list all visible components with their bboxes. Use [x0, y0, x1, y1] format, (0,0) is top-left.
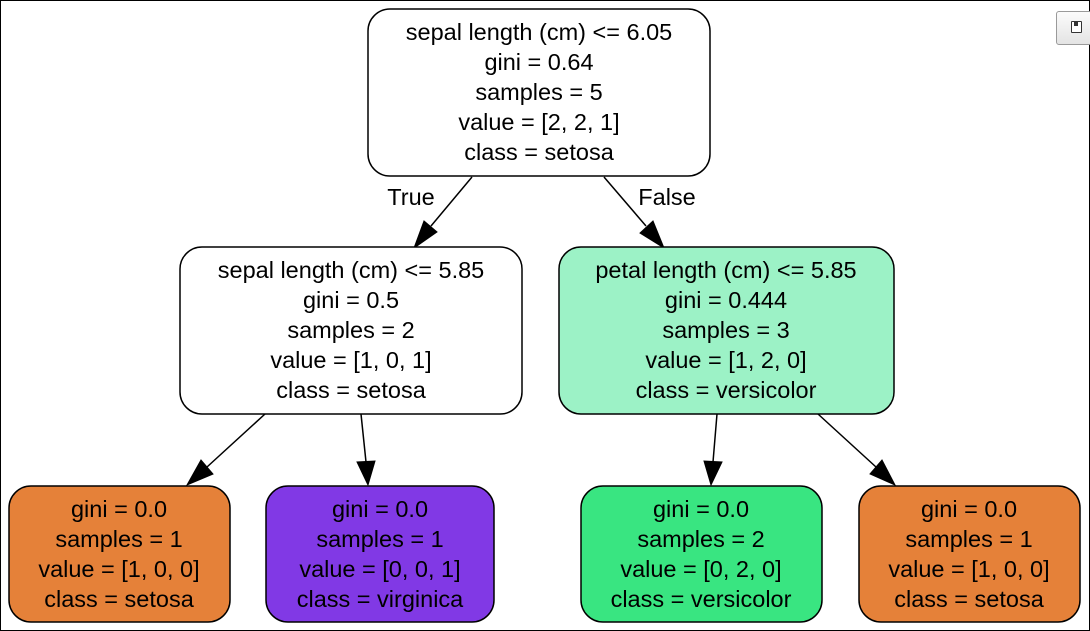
node-right-line: petal length (cm) <= 5.85	[595, 257, 856, 283]
node-leaf-4-box	[858, 485, 1081, 623]
node-leaf-4-line: value = [1, 0, 0]	[888, 556, 1049, 582]
node-root-line: sepal length (cm) <= 6.05	[406, 19, 673, 45]
node-left-line: class = setosa	[276, 377, 426, 403]
node-leaf-1-line: gini = 0.0	[71, 496, 167, 522]
node-leaf-3-line: class = versicolor	[611, 586, 792, 612]
node-leaf-3-line: samples = 2	[637, 526, 764, 552]
node-root-box	[367, 8, 711, 177]
node-leaf-4-line: class = setosa	[894, 586, 1044, 612]
edge-right-leaf4-arrowhead	[869, 459, 897, 487]
node-root: sepal length (cm) <= 6.05 gini = 0.64 sa…	[367, 8, 711, 177]
edge-left-leaf2-arrowhead	[356, 460, 376, 487]
node-leaf-2-line: value = [0, 0, 1]	[299, 556, 460, 582]
node-root-line: value = [2, 2, 1]	[458, 109, 619, 135]
edge-false-label: False	[638, 184, 695, 210]
node-leaf-2-line: class = virginica	[297, 586, 464, 612]
node-leaf-2-line: gini = 0.0	[332, 496, 428, 522]
edge-left-leaf1	[206, 413, 266, 468]
node-right: petal length (cm) <= 5.85 gini = 0.444 s…	[558, 246, 895, 415]
edge-right-leaf3-arrowhead	[703, 460, 723, 487]
node-left: sepal length (cm) <= 5.85 gini = 0.5 sam…	[179, 246, 523, 415]
node-right-line: samples = 3	[662, 317, 789, 343]
edge-root-left-arrowhead	[412, 220, 438, 250]
edges: True False	[185, 176, 897, 487]
node-leaf-1-box	[8, 485, 231, 623]
node-left-line: value = [1, 0, 1]	[270, 347, 431, 373]
edge-left-leaf2	[360, 413, 367, 463]
node-root-line: samples = 5	[475, 79, 602, 105]
edge-root-right-arrowhead	[639, 220, 666, 250]
save-icon	[1071, 21, 1082, 33]
edge-root-left	[430, 176, 473, 227]
node-right-box	[558, 246, 895, 415]
node-leaf-4: gini = 0.0 samples = 1 value = [1, 0, 0]…	[858, 485, 1081, 623]
node-left-line: samples = 2	[287, 317, 414, 343]
node-leaf-1-line: class = setosa	[44, 586, 194, 612]
node-leaf-3-line: value = [0, 2, 0]	[620, 556, 781, 582]
node-leaf-2-box	[265, 485, 495, 623]
node-leaf-2-line: samples = 1	[316, 526, 443, 552]
save-button[interactable]	[1056, 11, 1090, 45]
node-left-box	[179, 246, 523, 415]
node-right-line: value = [1, 2, 0]	[645, 347, 806, 373]
edge-right-leaf4	[817, 413, 877, 468]
node-leaf-3: gini = 0.0 samples = 2 value = [0, 2, 0]…	[580, 485, 823, 623]
node-leaf-1-line: value = [1, 0, 0]	[38, 556, 199, 582]
node-left-line: sepal length (cm) <= 5.85	[218, 257, 485, 283]
node-leaf-4-line: gini = 0.0	[921, 496, 1017, 522]
node-leaf-1-line: samples = 1	[55, 526, 182, 552]
edge-root-right	[603, 176, 647, 227]
node-leaf-1: gini = 0.0 samples = 1 value = [1, 0, 0]…	[8, 485, 231, 623]
node-right-line: gini = 0.444	[665, 287, 787, 313]
node-root-line: class = setosa	[464, 139, 614, 165]
node-root-line: gini = 0.64	[484, 49, 593, 75]
node-leaf-4-line: samples = 1	[905, 526, 1032, 552]
edge-left-leaf1-arrowhead	[185, 459, 214, 487]
node-left-line: gini = 0.5	[303, 287, 399, 313]
node-right-line: class = versicolor	[636, 377, 817, 403]
edge-true-label: True	[387, 184, 434, 210]
edge-right-leaf3	[712, 413, 718, 463]
node-leaf-3-box	[580, 485, 823, 623]
node-leaf-2: gini = 0.0 samples = 1 value = [0, 0, 1]…	[265, 485, 495, 623]
node-leaf-3-line: gini = 0.0	[653, 496, 749, 522]
